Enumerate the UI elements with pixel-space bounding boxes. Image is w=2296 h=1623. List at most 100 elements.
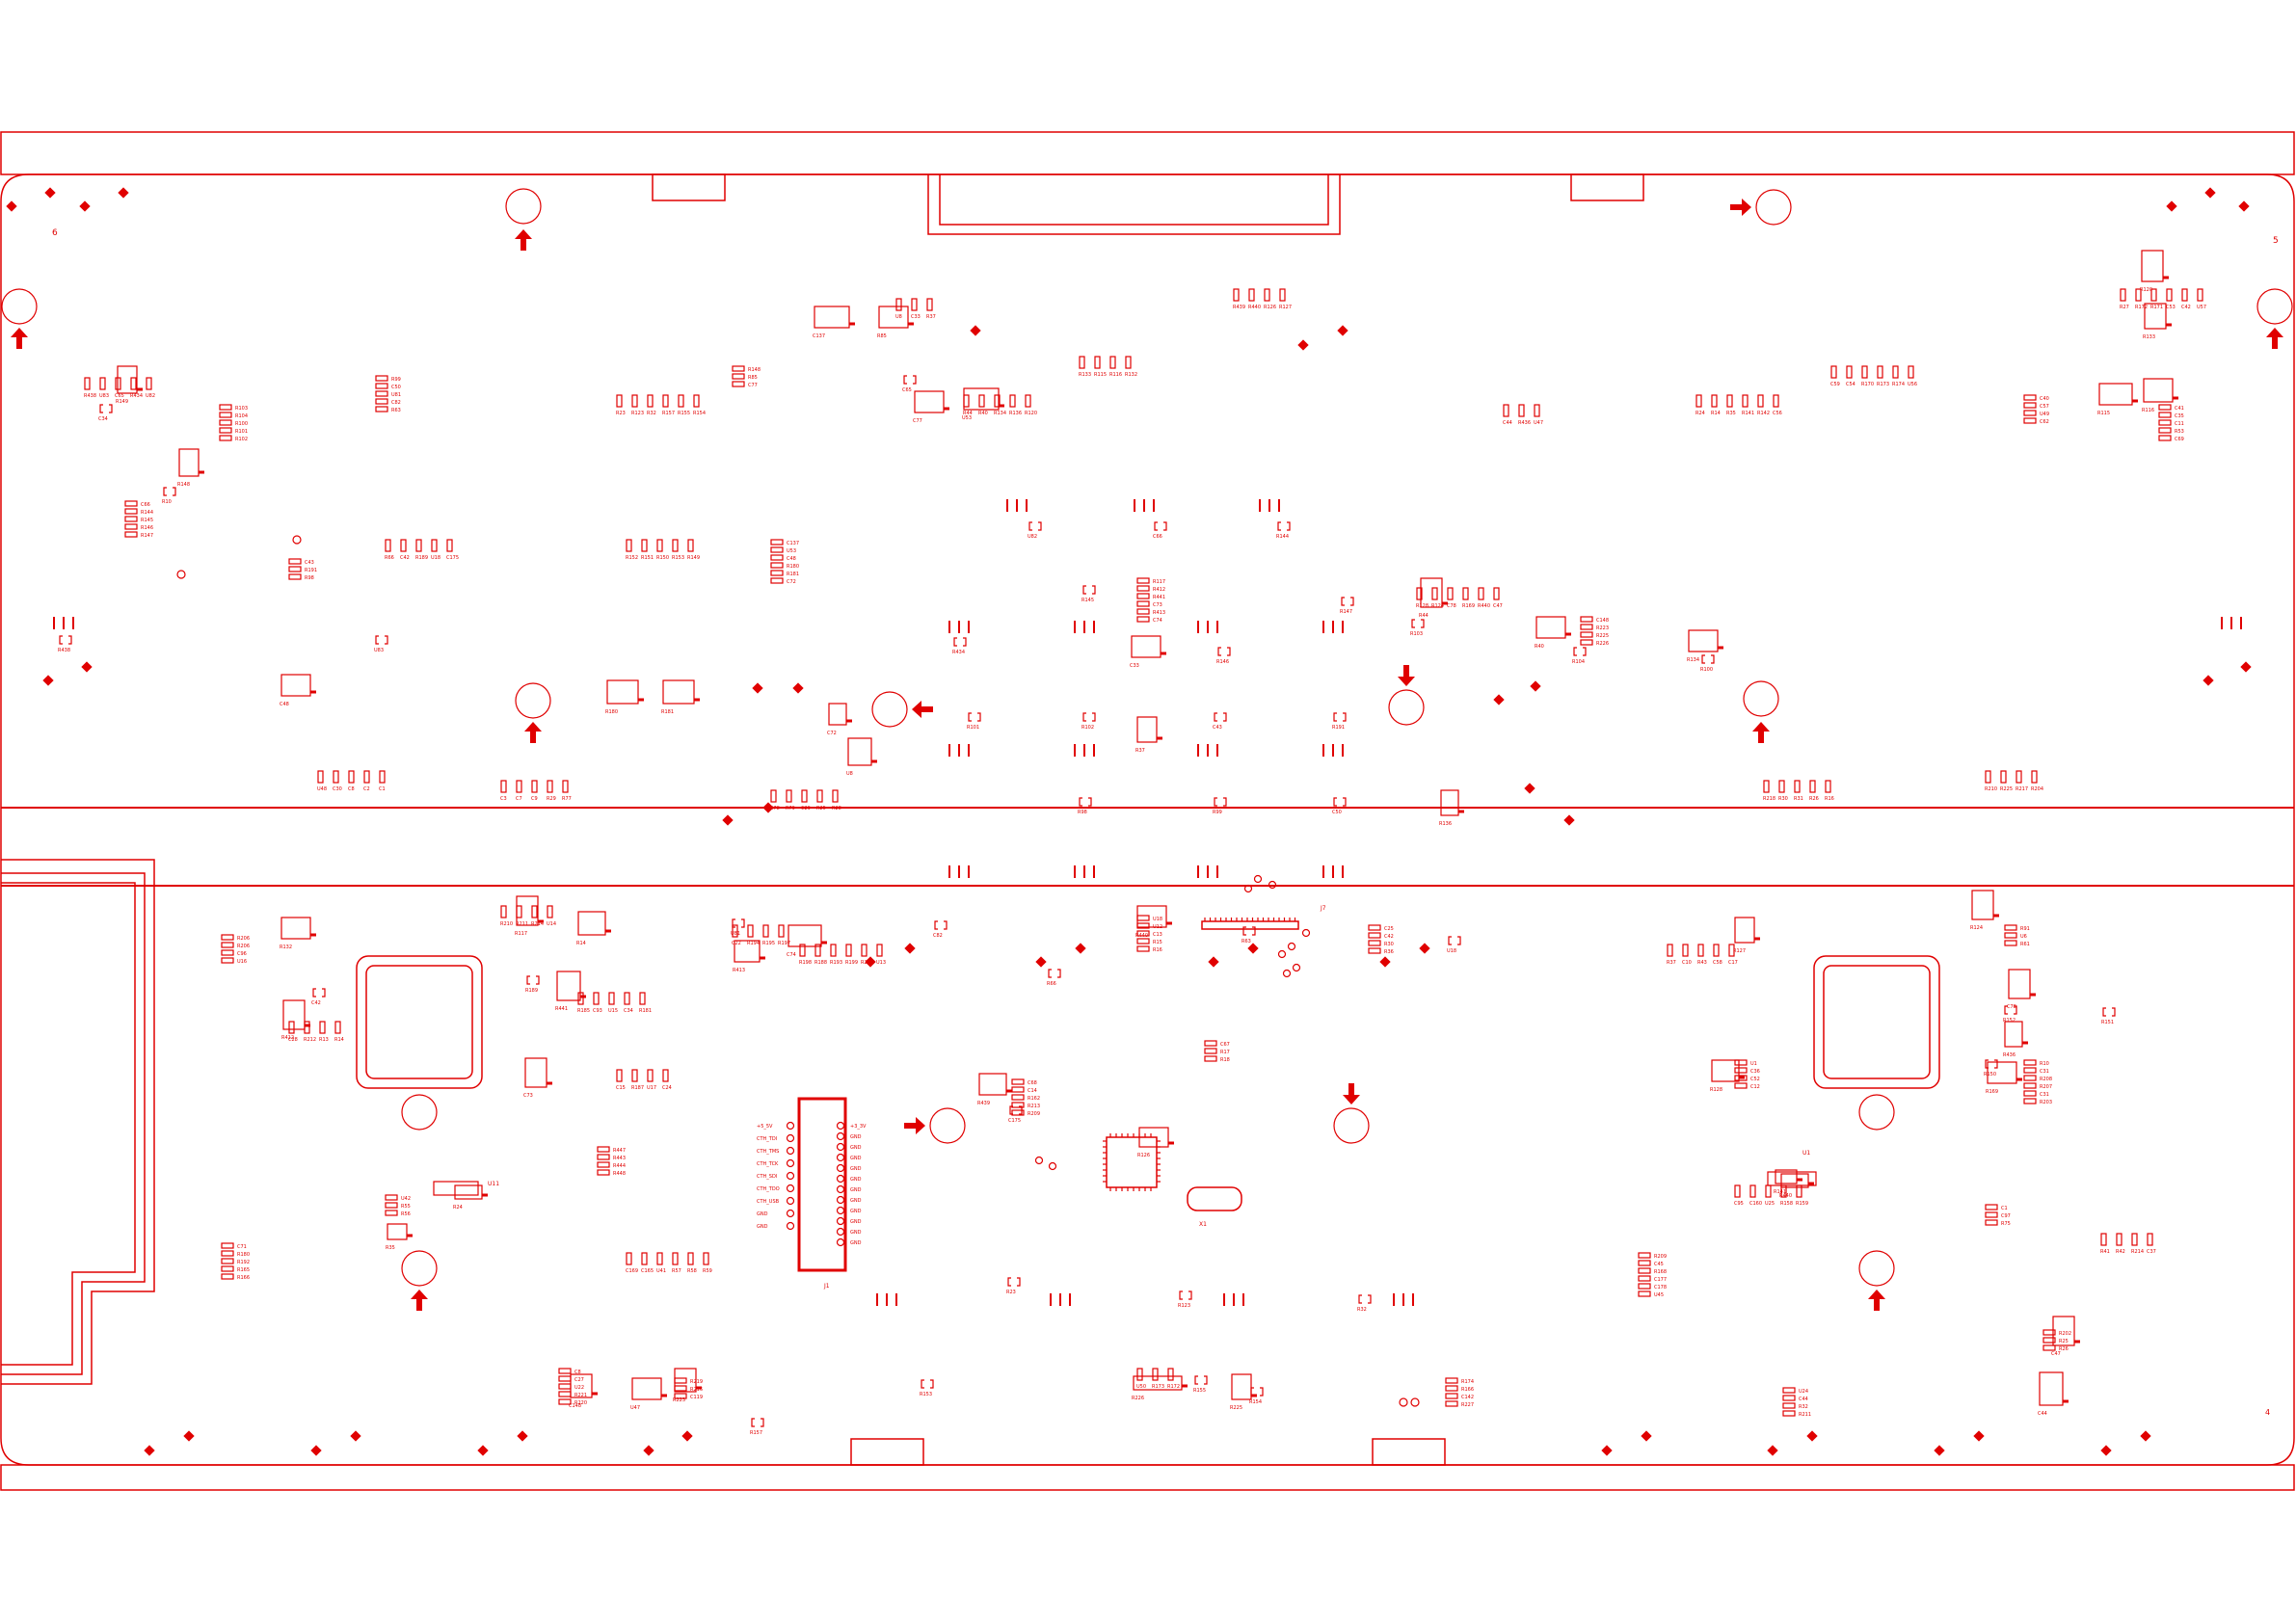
ic-footprint bbox=[914, 390, 945, 413]
refdes-label: R158 bbox=[1780, 1201, 1793, 1207]
refdes-label: R116 bbox=[2142, 408, 2154, 413]
refdes-label: R144 bbox=[1276, 534, 1289, 540]
fiducial-mark bbox=[350, 1430, 361, 1442]
refdes-label: R195 bbox=[762, 941, 775, 946]
resistor-footprint bbox=[1204, 1048, 1217, 1054]
fiducial-mark bbox=[118, 187, 129, 199]
refdes-label: C43 bbox=[305, 560, 314, 566]
refdes-label: R189 bbox=[525, 988, 538, 994]
refdes-label: R128 bbox=[1710, 1087, 1722, 1093]
refdes-label: R24 bbox=[453, 1205, 463, 1211]
refdes-label: R59 bbox=[703, 1268, 712, 1274]
refdes-label: R153 bbox=[920, 1392, 932, 1397]
refdes-label: C56 bbox=[1773, 411, 1782, 416]
refdes-label: R192 bbox=[237, 1260, 250, 1265]
resistor-footprint bbox=[2023, 1075, 2037, 1081]
refdes-label: C48 bbox=[280, 702, 289, 707]
connector-pin-label: GND bbox=[850, 1219, 862, 1225]
refdes-label: R144 bbox=[141, 510, 153, 516]
refdes-label: R36 bbox=[1384, 949, 1394, 955]
refdes-label: R223 bbox=[1596, 625, 1609, 631]
refdes-label: R206 bbox=[237, 944, 250, 949]
ic-footprint bbox=[878, 306, 909, 329]
refdes-label: R123 bbox=[631, 411, 644, 416]
resistor-footprint bbox=[558, 1383, 572, 1390]
resistor-footprint bbox=[99, 377, 106, 390]
refdes-label: R199 bbox=[845, 960, 858, 966]
connector-pin bbox=[836, 1131, 845, 1141]
resistor-footprint bbox=[1478, 587, 1484, 600]
resistor-footprint bbox=[130, 377, 137, 390]
resistor-footprint bbox=[1136, 593, 1150, 599]
refdes-label: C8 bbox=[574, 1370, 581, 1375]
resistor-footprint bbox=[375, 390, 388, 397]
refdes-label: C14 bbox=[1028, 1088, 1037, 1094]
right-chip-outline bbox=[1813, 955, 1940, 1089]
capacitor-footprint bbox=[163, 487, 176, 496]
resistor-footprint bbox=[375, 406, 388, 412]
resistor-footprint bbox=[674, 1393, 687, 1399]
connector-pin bbox=[786, 1146, 795, 1156]
connector-pin bbox=[786, 1209, 795, 1218]
resistor-footprint bbox=[1445, 1393, 1458, 1399]
refdes-label: R172 bbox=[2135, 305, 2148, 310]
refdes-label: C62 bbox=[2040, 419, 2049, 425]
resistor-footprint bbox=[1011, 1078, 1025, 1085]
resistor-footprint bbox=[978, 394, 985, 408]
resistor-footprint bbox=[1493, 587, 1500, 600]
ic-footprint bbox=[556, 971, 581, 1001]
resistor-footprint bbox=[124, 523, 138, 530]
corner-label-right: 5 bbox=[2273, 236, 2279, 246]
refdes-label: R166 bbox=[1461, 1387, 1474, 1393]
refdes-label: C69 bbox=[2175, 437, 2184, 442]
resistor-footprint bbox=[2016, 770, 2022, 784]
refdes-label: R43 bbox=[1697, 960, 1707, 966]
resistor-footprint bbox=[1782, 1387, 1796, 1394]
resistor-footprint bbox=[146, 377, 152, 390]
fiducial-mark bbox=[1419, 943, 1430, 954]
refdes-label: R225 bbox=[1230, 1405, 1242, 1411]
refdes-label: R147 bbox=[1340, 609, 1352, 615]
mounting-hole bbox=[1743, 680, 1779, 717]
ic-footprint bbox=[1780, 1173, 1809, 1188]
resistor-footprint bbox=[562, 780, 569, 793]
resistor-footprint bbox=[1861, 365, 1868, 379]
refdes-label: R58 bbox=[687, 1268, 697, 1274]
resistor-footprint bbox=[379, 770, 386, 784]
fiducial-mark bbox=[1247, 943, 1259, 954]
refdes-label: C71 bbox=[237, 1244, 247, 1250]
resistor-footprint bbox=[221, 1265, 234, 1272]
refdes-label: R225 bbox=[1596, 633, 1609, 639]
refdes-label: C27 bbox=[574, 1377, 584, 1383]
top-connector-slot bbox=[927, 174, 1341, 235]
refdes-label: R120 bbox=[2140, 287, 2152, 293]
capacitor-footprint bbox=[2004, 1005, 2017, 1015]
connector-pin-label: GND bbox=[850, 1240, 862, 1246]
resistor-footprint bbox=[1638, 1267, 1651, 1274]
resistor-footprint bbox=[84, 377, 91, 390]
connector-pin-label: GND bbox=[757, 1211, 768, 1217]
refdes-label: R23 bbox=[616, 411, 626, 416]
refdes-label: R203 bbox=[2040, 1100, 2052, 1105]
refdes-label: C82 bbox=[391, 400, 401, 406]
refdes-label: R413 bbox=[733, 968, 745, 973]
resistor-footprint bbox=[816, 789, 823, 803]
resistor-footprint bbox=[687, 539, 694, 552]
refdes-label: R413 bbox=[1153, 610, 1165, 616]
resistor-footprint bbox=[639, 992, 646, 1005]
resistor-footprint bbox=[317, 770, 324, 784]
refdes-label: R162 bbox=[1028, 1096, 1040, 1102]
resistor-footprint bbox=[626, 539, 632, 552]
resistor-footprint bbox=[608, 992, 615, 1005]
resistor-footprint bbox=[1011, 1094, 1025, 1101]
refdes-label: R24 bbox=[1695, 411, 1705, 416]
refdes-label: C65 bbox=[115, 393, 124, 399]
refdes-label: C34 bbox=[98, 416, 108, 422]
refdes-label: R29 bbox=[547, 796, 556, 802]
capacitor-footprint bbox=[1179, 1290, 1192, 1300]
resistor-footprint bbox=[624, 992, 630, 1005]
refdes-label: C148 bbox=[569, 1403, 581, 1409]
resistor-footprint bbox=[861, 944, 868, 957]
capacitor-footprint bbox=[1358, 1294, 1372, 1304]
resistor-footprint bbox=[1580, 624, 1593, 630]
